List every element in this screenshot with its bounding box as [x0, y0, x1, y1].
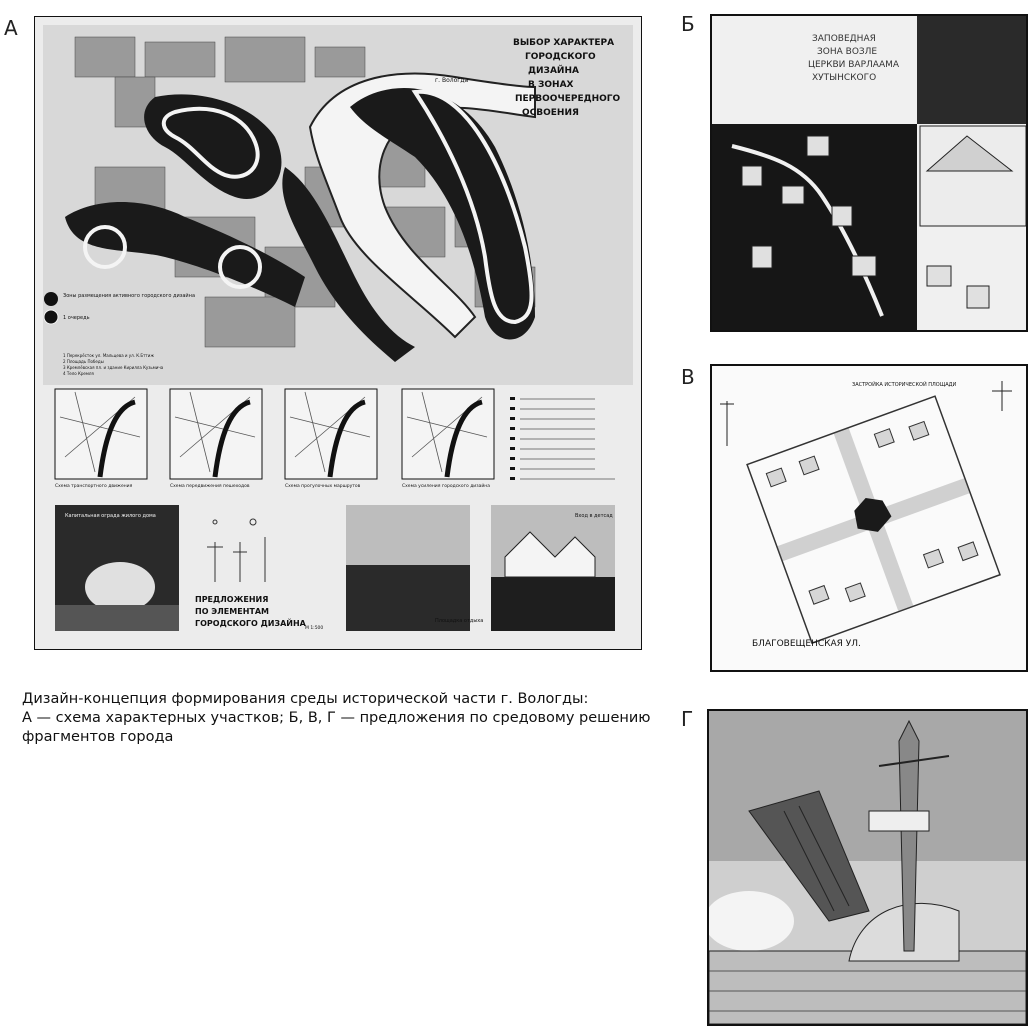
caption-line-1: Дизайн-концепция формирования среды исто… [22, 691, 589, 707]
photo-caption-1: Капитальная ограда жилого дома [65, 513, 156, 519]
panel-a-title-1: ВЫБОР ХАРАКТЕРА [513, 38, 614, 48]
label-b: Б [681, 12, 695, 36]
panel-a-title-4: В ЗОНАХ [528, 80, 574, 90]
panel-a-title-2: ГОРОДСКОГО [525, 52, 596, 62]
panel-g-illustration [709, 711, 1026, 1024]
caption-line-2: А — схема характерных участков; Б, В, Г … [22, 710, 651, 726]
panel-a-title-5: ПЕРВООЧЕРЕДНОГО [515, 94, 621, 104]
panel-b-illustration: ЗАПОВЕДНАЯ ЗОНА ВОЗЛЕ ЦЕРКВИ ВАРЛААМА ХУ… [712, 16, 1026, 330]
proposals-3: ГОРОДСКОГО ДИЗАЙНА [195, 617, 307, 628]
proposals-2: ПО ЭЛЕМЕНТАМ [195, 607, 269, 616]
panel-b-title-4: ХУТЫНСКОГО [812, 73, 876, 83]
panel-a-map-illustration: ВЫБОР ХАРАКТЕРА ГОРОДСКОГО ДИЗАЙНА В ЗОН… [35, 17, 641, 649]
river-label: г. Вологда [435, 77, 469, 84]
label-g: Г [681, 707, 694, 731]
legend-2: 1 очередь [63, 315, 90, 321]
legend-item-1: 1 Перекрёсток ул. Мальцева и ул. К.Бттиж [63, 353, 154, 358]
scale-label: М 1:500 [305, 625, 323, 631]
legend-item-4: 4 Тело Кремля [63, 371, 94, 376]
panel-v-illustration: БЛАГОВЕЩЕНСКАЯ УЛ. ЗАСТРОЙКА ИСТОРИЧЕСКО… [712, 366, 1026, 670]
panel-b-drawing: ЗАПОВЕДНАЯ ЗОНА ВОЗЛЕ ЦЕРКВИ ВАРЛААМА ХУ… [710, 14, 1028, 332]
legend-1: Зоны размещения активного городского диз… [63, 292, 195, 299]
schema-caption-4: Схема усиления городского дизайна [402, 482, 490, 489]
photo-caption-3: Площадка отдыха [435, 618, 483, 624]
figure-caption: Дизайн-концепция формирования среды исто… [22, 690, 662, 747]
schema-caption-3: Схема прогулочных маршрутов [285, 483, 361, 489]
label-a: А [4, 16, 18, 40]
legend-item-3: 3 Кремлёвская пл. и здание Кирилла Кузьм… [63, 365, 164, 370]
panel-a-title-3: ДИЗАЙНА [528, 64, 579, 76]
schema-caption-2: Схема передвижения пешеходов [170, 483, 250, 489]
legend-item-2: 2 Площадь Победы [63, 359, 104, 364]
panel-b-title-1: ЗАПОВЕДНАЯ [812, 34, 876, 44]
schema-caption-1: Схема транспортного движения [55, 483, 133, 489]
panel-v-drawing: БЛАГОВЕЩЕНСКАЯ УЛ. ЗАСТРОЙКА ИСТОРИЧЕСКО… [710, 364, 1028, 672]
panel-v-top-label: ЗАСТРОЙКА ИСТОРИЧЕСКОЙ ПЛОЩАДИ [852, 381, 957, 388]
photo-caption-2: Вход в детсад [575, 513, 613, 519]
caption-line-3: фрагментов города [22, 729, 174, 745]
proposals-1: ПРЕДЛОЖЕНИЯ [195, 595, 268, 604]
panel-a-title-6: ОСВОЕНИЯ [522, 108, 579, 118]
panel-v-street-label: БЛАГОВЕЩЕНСКАЯ УЛ. [752, 639, 861, 649]
panel-b-title-2: ЗОНА ВОЗЛЕ [817, 47, 877, 57]
panel-a-poster: ВЫБОР ХАРАКТЕРА ГОРОДСКОГО ДИЗАЙНА В ЗОН… [34, 16, 642, 650]
panel-b-title-3: ЦЕРКВИ ВАРЛААМА [808, 60, 900, 70]
label-v: В [681, 365, 695, 389]
panel-g-drawing [707, 709, 1028, 1026]
